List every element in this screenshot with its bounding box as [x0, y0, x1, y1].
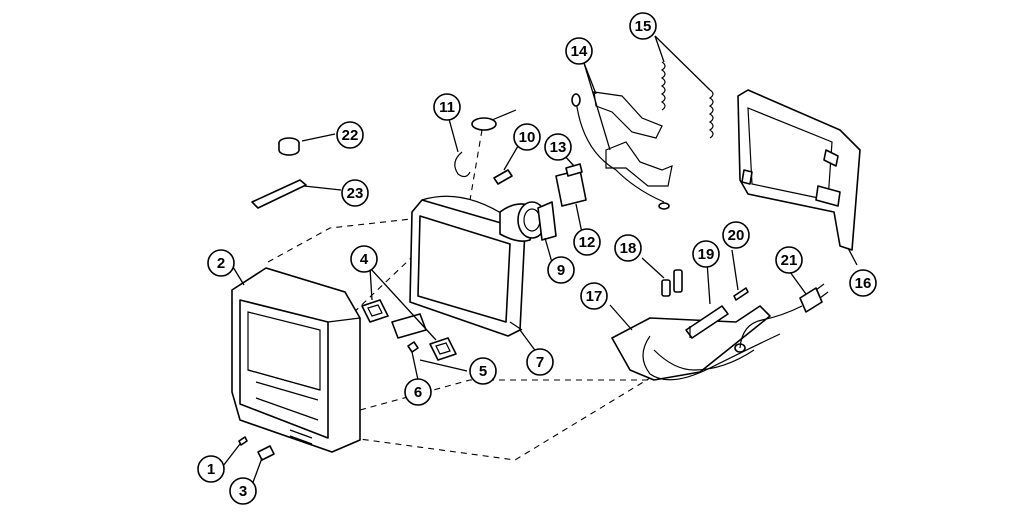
- callout-1-label: 1: [207, 461, 215, 478]
- callout-4-label: 4: [360, 251, 369, 268]
- callout-16-label: 16: [855, 275, 872, 292]
- callout-19-label: 19: [698, 246, 715, 263]
- part-18-capacitors: [661, 269, 683, 297]
- callout-2-label: 2: [217, 255, 225, 272]
- callout-4: 4: [350, 245, 378, 273]
- callout-7: 7: [526, 348, 554, 376]
- part-6-clip: [407, 341, 419, 353]
- part-2-front-cabinet: [231, 267, 361, 453]
- callout-13: 13: [544, 133, 572, 161]
- callout-23-label: 23: [347, 185, 364, 202]
- callout-22-label: 22: [342, 127, 359, 144]
- callout-11: 11: [433, 93, 461, 121]
- callout-14-label: 14: [571, 43, 588, 60]
- callout-14: 14: [565, 37, 593, 65]
- callout-12-label: 12: [579, 234, 596, 251]
- part-21-power-plug: [739, 283, 829, 349]
- callout-18: 18: [614, 234, 642, 262]
- callout-9: 9: [547, 256, 575, 284]
- callout-12: 12: [573, 228, 601, 256]
- callout-9-label: 9: [557, 262, 565, 279]
- leader-lines: [222, 35, 858, 486]
- callout-5-label: 5: [479, 363, 487, 380]
- callout-10: 10: [513, 123, 541, 151]
- part-10-clip: [493, 169, 513, 185]
- part-11-wire-clip: [454, 151, 471, 178]
- callout-5: 5: [469, 357, 497, 385]
- callout-10-label: 10: [519, 129, 536, 146]
- part-13-connector: [565, 163, 583, 177]
- callout-11-label: 11: [439, 99, 455, 116]
- callout-1: 1: [197, 455, 225, 483]
- part-23-strap: [251, 179, 307, 209]
- callout-17: 17: [580, 282, 608, 310]
- callout-17-label: 17: [586, 288, 603, 305]
- callout-2: 2: [207, 249, 235, 277]
- part-5-panel: [391, 313, 427, 339]
- part-4-bracket-left: [361, 299, 389, 323]
- anode-cap: [469, 109, 517, 201]
- part-20-lead: [733, 287, 749, 301]
- part-9-yoke: [517, 201, 557, 241]
- part-4-bracket-right: [429, 337, 457, 361]
- callout-6: 6: [404, 378, 432, 406]
- callout-21: 21: [775, 246, 803, 274]
- part-17-main-board: [611, 305, 781, 381]
- part-15-clips: [660, 61, 714, 139]
- part-1-screw: [238, 436, 248, 446]
- callout-15: 15: [629, 12, 657, 40]
- part-3-button: [257, 445, 275, 461]
- part-19-bar: [685, 305, 729, 339]
- callout-13-label: 13: [550, 139, 567, 156]
- callout-18-label: 18: [620, 240, 637, 257]
- callout-23: 23: [341, 179, 369, 207]
- callout-22: 22: [336, 121, 364, 149]
- part-22-knob: [278, 137, 300, 156]
- callout-19: 19: [692, 240, 720, 268]
- callout-20: 20: [722, 221, 750, 249]
- part-14-cable: [571, 91, 673, 210]
- part-16-back-cover: [737, 89, 861, 251]
- callout-3-label: 3: [239, 483, 247, 500]
- callout-21-label: 21: [781, 252, 798, 269]
- callout-20-label: 20: [728, 227, 745, 244]
- callout-15-label: 15: [635, 18, 652, 35]
- callout-6-label: 6: [414, 384, 422, 401]
- callout-16: 16: [849, 269, 877, 297]
- part-7-picture-tube: [409, 195, 541, 337]
- callout-7-label: 7: [536, 354, 544, 371]
- callout-3: 3: [229, 477, 257, 505]
